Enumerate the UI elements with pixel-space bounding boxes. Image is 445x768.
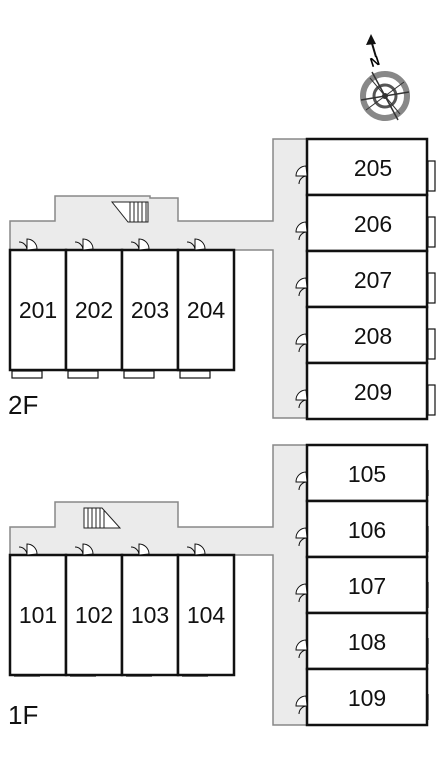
room-number: 106 xyxy=(348,517,386,543)
room-number: 102 xyxy=(75,602,113,628)
room-108[interactable]: 108 xyxy=(295,611,429,671)
room-number: 203 xyxy=(131,297,169,323)
room-102[interactable]: 102 xyxy=(64,543,124,677)
room-204[interactable]: 204 xyxy=(176,238,236,379)
corridor-2f xyxy=(9,138,308,419)
room-109[interactable]: 109 xyxy=(295,667,429,727)
room-number: 202 xyxy=(75,297,113,323)
room-number: 107 xyxy=(348,573,386,599)
room-number: 208 xyxy=(354,323,392,349)
room-201[interactable]: 201 xyxy=(8,238,68,379)
room-number: 209 xyxy=(354,379,392,405)
room-209[interactable]: 209 xyxy=(295,361,436,421)
room-number: 205 xyxy=(354,155,392,181)
room-number: 206 xyxy=(354,211,392,237)
room-number: 104 xyxy=(187,602,226,628)
room-number: 108 xyxy=(348,629,386,655)
room-203[interactable]: 203 xyxy=(120,238,180,379)
room-104[interactable]: 104 xyxy=(176,543,236,677)
room-number: 103 xyxy=(131,602,169,628)
north-arrow-compass-icon: N xyxy=(360,34,410,121)
room-number: 204 xyxy=(187,297,226,323)
floor-label-2f: 2F xyxy=(8,390,38,420)
room-107[interactable]: 107 xyxy=(295,555,429,615)
room-105[interactable]: 105 xyxy=(295,443,429,503)
stair-icon xyxy=(110,201,149,223)
floor-label-1f: 1F xyxy=(8,700,38,730)
room-205[interactable]: 205 xyxy=(295,137,436,197)
compass-north-label: N xyxy=(368,53,382,70)
room-202[interactable]: 202 xyxy=(64,238,124,379)
room-103[interactable]: 103 xyxy=(120,543,180,677)
room-number: 105 xyxy=(348,461,386,487)
room-number: 207 xyxy=(354,267,392,293)
floor-2f: 201 202 203 204 20 xyxy=(8,137,436,421)
floor-1f: 101 102 103 104 105 xyxy=(8,443,429,730)
room-208[interactable]: 208 xyxy=(295,305,436,365)
room-206[interactable]: 206 xyxy=(295,193,436,253)
room-207[interactable]: 207 xyxy=(295,249,436,309)
stair-icon xyxy=(83,507,122,529)
room-number: 101 xyxy=(19,602,57,628)
room-number: 109 xyxy=(348,685,386,711)
room-number: 201 xyxy=(19,297,57,323)
room-106[interactable]: 106 xyxy=(295,499,429,559)
room-101[interactable]: 101 xyxy=(8,543,68,677)
